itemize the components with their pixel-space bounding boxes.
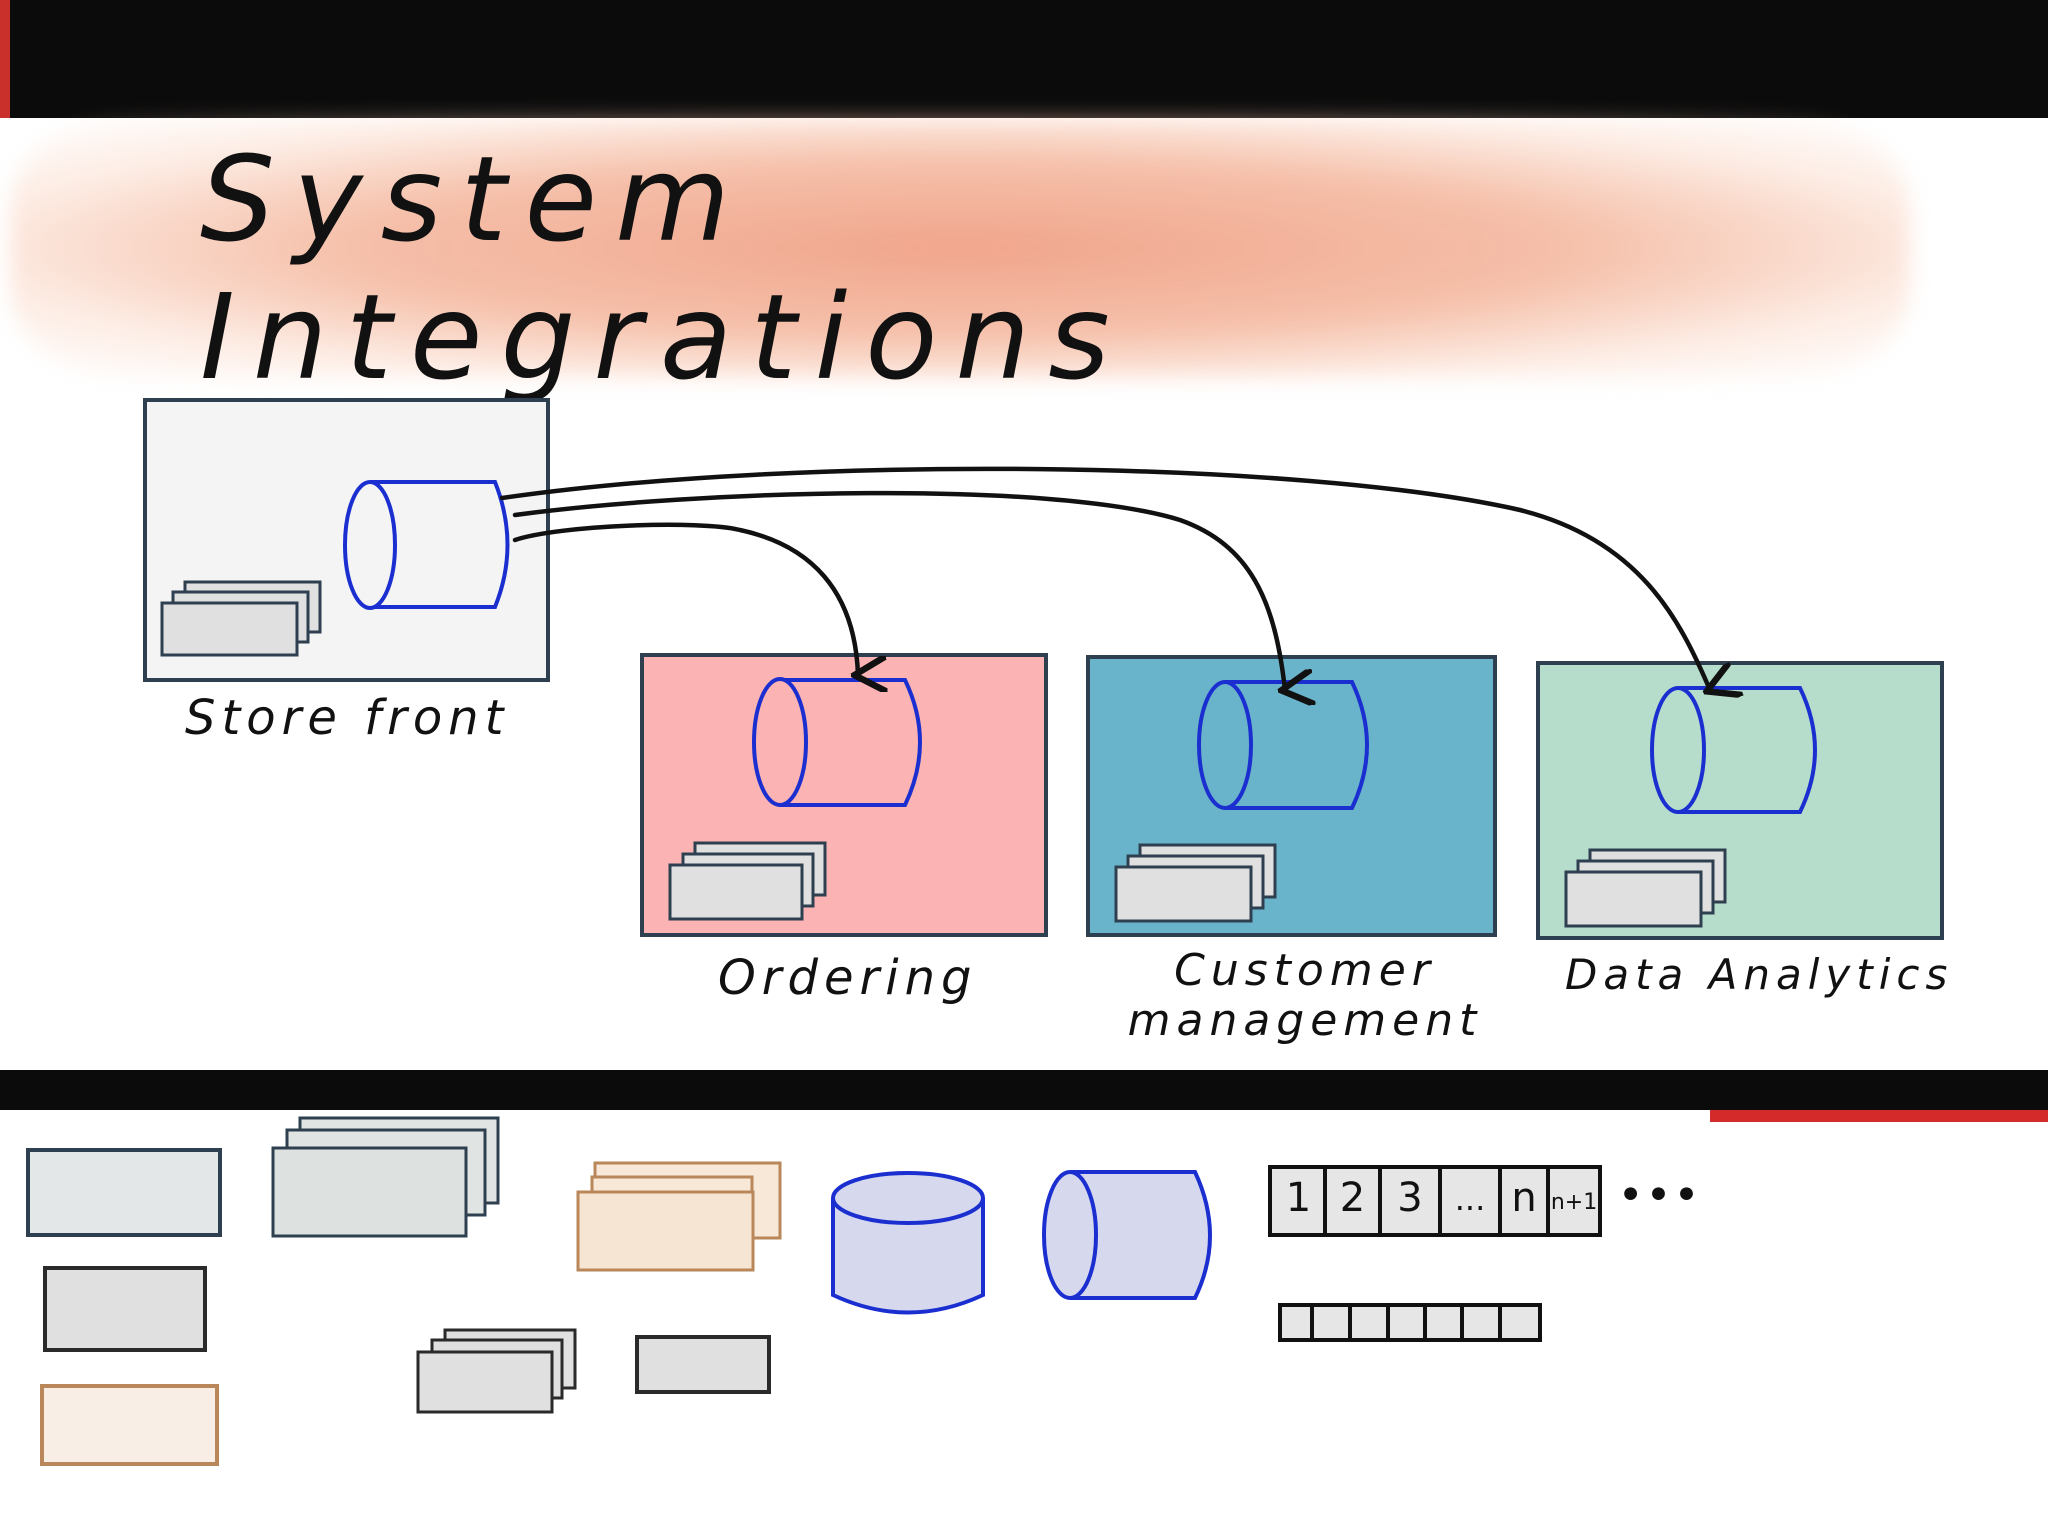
palette-queue [1268, 1165, 1602, 1237]
arrow-to-analytics [499, 466, 1710, 690]
system-ordering [640, 653, 1048, 937]
ordering-services-icon [668, 841, 827, 921]
analytics-database-icon [1650, 686, 1817, 814]
label-storefront: Store front [185, 690, 510, 746]
queue-cell-n-plus-1: n+1 [1550, 1190, 1598, 1215]
palette-queue-small [1278, 1303, 1542, 1342]
palette-database-horizontal [1042, 1170, 1212, 1300]
storefront-services-icon [160, 580, 322, 657]
customer-services-icon [1114, 843, 1277, 923]
queue-cell-1: 1 [1285, 1175, 1312, 1221]
top-red-edge [0, 0, 10, 118]
customer-database-icon [1197, 680, 1369, 810]
label-customer-line1: Customer [1174, 945, 1436, 996]
palette-box-dark [43, 1266, 207, 1352]
palette-stack-dark [416, 1328, 577, 1414]
palette-stack-gray [271, 1116, 500, 1238]
title-banner [10, 118, 1910, 378]
ordering-database-icon [752, 677, 922, 807]
palette-box-dark-small [635, 1335, 771, 1394]
label-customer-line2: management [1127, 995, 1483, 1046]
label-analytics: Data Analytics [1565, 950, 1954, 999]
queue-more-dots: ••• [1617, 1170, 1702, 1221]
bottom-black-bar [0, 1070, 2048, 1110]
storefront-database-icon [343, 480, 510, 610]
arrow-to-customer [512, 490, 1285, 690]
shape-palette [26, 1116, 1602, 1466]
queue-cell-3: 3 [1397, 1175, 1423, 1221]
label-customer: Customer management [1105, 946, 1505, 1046]
system-storefront [143, 398, 550, 682]
arrow-to-ordering [512, 522, 858, 675]
queue-cell-n: n [1511, 1175, 1537, 1221]
system-analytics [1536, 661, 1944, 940]
queue-cell-2: 2 [1339, 1175, 1366, 1221]
diagram-title: System Integrations [200, 130, 1128, 406]
queue-cell-ellipsis: ... [1454, 1180, 1486, 1218]
palette-box-tan [40, 1384, 219, 1466]
palette-stack-tan [576, 1161, 782, 1272]
top-black-bar [0, 0, 2048, 118]
integration-arrows [499, 466, 1710, 690]
analytics-services-icon [1564, 848, 1727, 928]
label-ordering: Ordering [718, 950, 978, 1006]
palette-database-upright [831, 1171, 985, 1315]
bottom-black-bar-end [1710, 1070, 2030, 1110]
system-customer [1086, 655, 1497, 937]
palette-box-gray-large [26, 1148, 222, 1237]
